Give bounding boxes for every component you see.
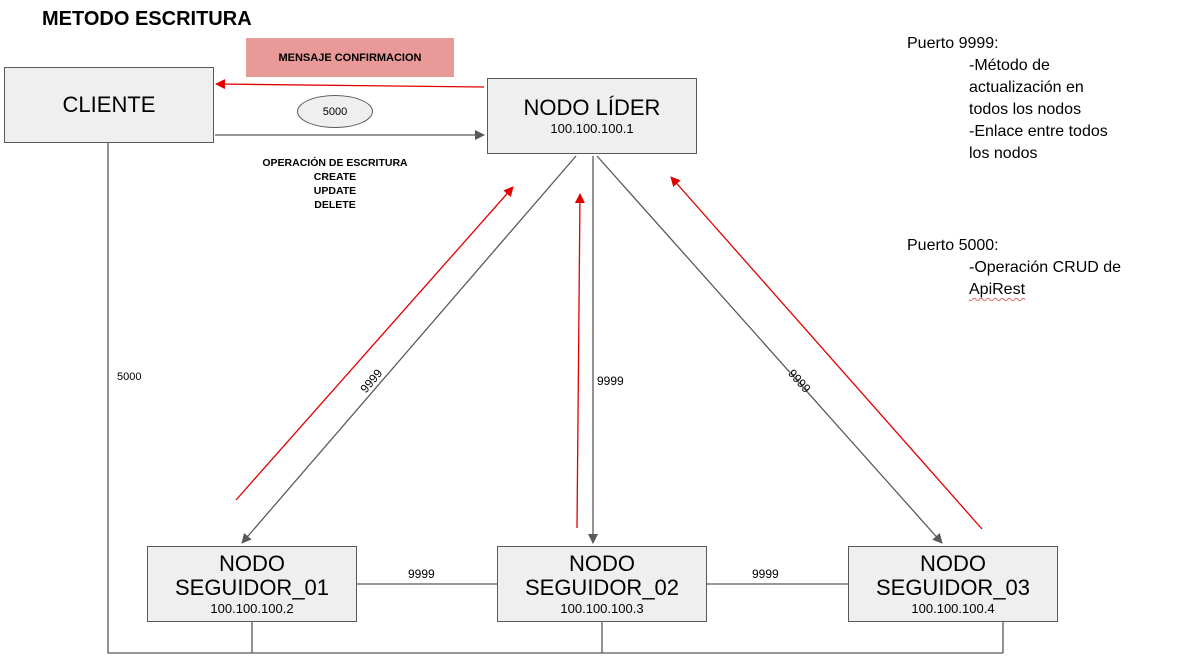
- operation-create: CREATE: [313, 171, 357, 183]
- follower-02-node: NODO SEGUIDOR_02 100.100.100.3: [497, 546, 707, 622]
- legend-port-9999-heading: Puerto 9999:: [907, 35, 999, 52]
- write-operation-heading: OPERACIÓN DE ESCRITURA: [262, 157, 408, 169]
- legend-port-9999-line-3: todos los nodos: [969, 101, 1082, 118]
- legend-port-5000: Puerto 5000: -Operación CRUD de ApiRest: [907, 235, 1121, 301]
- legend-port-5000-heading: Puerto 5000:: [907, 237, 999, 254]
- leader-to-follower-01-arrow: [241, 155, 577, 544]
- follower-01-ip: 100.100.100.2: [210, 601, 294, 616]
- follower-02-name-line1: NODO: [569, 551, 635, 576]
- client-port-oval: 5000: [297, 95, 373, 128]
- write-operation-label: OPERACIÓN DE ESCRITURA CREATE UPDATE DEL…: [240, 156, 430, 212]
- leader-node-ip: 100.100.100.1: [550, 121, 634, 136]
- legend-port-5000-line-1: -Operación CRUD de: [969, 259, 1122, 276]
- follower-03-name-line2: SEGUIDOR_03: [875, 575, 1031, 600]
- leader-node-name: NODO LÍDER: [523, 95, 661, 120]
- legend-port-5000-line-2: ApiRest: [969, 281, 1026, 298]
- follower-01-name-line1: NODO: [219, 551, 285, 576]
- follower-03-ip: 100.100.100.4: [911, 601, 995, 616]
- follower-02-ip: 100.100.100.3: [560, 601, 644, 616]
- leader-to-follower-03-arrow: [596, 155, 943, 544]
- legend-port-9999-line-5: los nodos: [969, 145, 1038, 162]
- legend-port-9999-line-1: -Método de: [969, 57, 1050, 74]
- follower-03-ack-arrow: [670, 176, 983, 530]
- legend-port-9999-line-2: actualización en: [969, 79, 1084, 96]
- leader-node: NODO LÍDER 100.100.100.1: [487, 78, 697, 154]
- legend-port-9999-line-4: -Enlace entre todos: [969, 123, 1108, 140]
- follower-03-name-line1: NODO: [920, 551, 986, 576]
- follower-01-node: NODO SEGUIDOR_01 100.100.100.2: [147, 546, 357, 622]
- edge-label-follower-02-03: 9999: [752, 567, 779, 581]
- confirmation-arrow: [215, 79, 485, 90]
- follower-03-node: NODO SEGUIDOR_03 100.100.100.4: [848, 546, 1058, 622]
- follower-02-ack-arrow: [574, 193, 585, 529]
- legend-port-9999: Puerto 9999: -Método de actualización en…: [907, 33, 1108, 165]
- diagram-title: METODO ESCRITURA: [42, 8, 252, 30]
- confirmation-message-box: MENSAJE CONFIRMACION: [246, 38, 454, 77]
- edge-label-follower-01-02: 9999: [408, 567, 435, 581]
- client-node: CLIENTE: [4, 67, 214, 143]
- follower-01-name-line2: SEGUIDOR_01: [174, 575, 330, 600]
- edge-label-leader-follower-02: 9999: [597, 374, 624, 388]
- operation-update: UPDATE: [313, 185, 357, 197]
- follower-02-name-line2: SEGUIDOR_02: [524, 575, 680, 600]
- client-bus-line: [107, 143, 1003, 654]
- edge-label-client-bus: 5000: [117, 371, 142, 383]
- operation-delete: DELETE: [314, 199, 356, 211]
- follower-01-ack-arrow: [235, 186, 514, 501]
- client-node-name: CLIENTE: [62, 92, 156, 117]
